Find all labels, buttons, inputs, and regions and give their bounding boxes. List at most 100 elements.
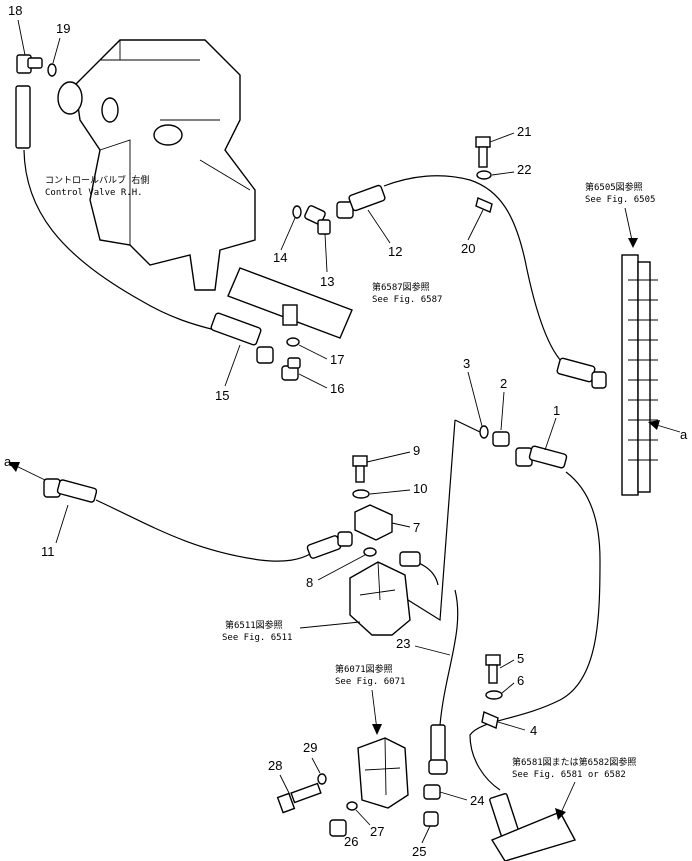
svg-text:10: 10 [413,481,427,496]
part-16-elbow [281,357,301,381]
fig-6511-valve [349,561,411,636]
svg-text:5: 5 [517,651,524,666]
part-29-o-ring [317,773,327,785]
callout-7: 7 [391,520,420,535]
callout-5: 5 [499,651,524,669]
ref-6581-en: See Fig. 6581 or 6582 [512,770,626,780]
svg-text:15: 15 [215,388,229,403]
callout-17: 17 [298,344,344,367]
side-label-a-left: a [4,454,12,469]
ref-6581-arrow [559,781,576,816]
callout-24: 24 [439,791,484,808]
part-9-bolt [352,455,368,483]
svg-text:8: 8 [306,575,313,590]
callout-18: 18 [8,3,26,56]
callout-23: 23 [396,636,451,656]
callout-29: 29 [303,740,321,774]
svg-text:11: 11 [41,544,55,559]
fig-6581-component [489,793,577,861]
svg-text:14: 14 [273,250,287,265]
svg-text:24: 24 [470,793,484,808]
control-valve-label-jp: コントロールバルブ 右側 [45,174,149,186]
callout-21: 21 [489,124,531,143]
ref-6505-arrowhead [628,238,638,248]
part-23-hose [428,589,459,775]
svg-text:21: 21 [517,124,531,139]
part-1-hose [469,445,601,791]
svg-text:25: 25 [412,844,426,859]
ref-6071-en: See Fig. 6071 [335,677,405,687]
svg-text:28: 28 [268,758,282,773]
part-8-o-ring [363,547,377,557]
ref-6581-jp: 第6581図または第6582図参照 [512,756,636,768]
part-11-hose [43,478,353,562]
callout-10: 10 [369,481,427,496]
a-right-arrowhead [648,420,660,430]
part-6-washer [485,690,503,700]
callout-11: 11 [41,504,69,559]
part-7-block [354,504,393,541]
part-14-o-ring [292,205,302,219]
part-2-adapter [492,431,510,447]
callout-25: 25 [412,825,431,859]
callout-9: 9 [366,443,420,463]
side-label-a-right: a [680,427,688,442]
part-18-elbow [16,54,43,74]
svg-text:12: 12 [388,244,402,259]
callout-15: 15 [215,344,241,403]
part-26-plug [329,819,347,837]
svg-text:16: 16 [330,381,344,396]
svg-text:29: 29 [303,740,317,755]
ref-6505-jp: 第6505図参照 [585,181,643,193]
part-24-elbow [423,784,441,800]
svg-text:18: 18 [8,3,22,18]
svg-text:1: 1 [553,403,560,418]
svg-text:26: 26 [344,834,358,849]
callout-6: 6 [501,673,524,694]
ref-6587-jp: 第6587図参照 [372,281,430,293]
ref-6587-en: See Fig. 6587 [372,295,442,305]
svg-text:19: 19 [56,21,70,36]
ref-6071-jp: 第6071図参照 [335,663,393,675]
callout-27: 27 [355,809,384,839]
ref-6581-arrowhead [555,808,566,820]
part-20-clamp [475,197,493,213]
hose-from-6511 [399,419,481,622]
callout-8: 8 [306,554,366,590]
callout-16: 16 [298,373,344,396]
callout-20: 20 [461,209,484,256]
part-22-washer [476,170,492,180]
ref-6071-arrowhead [372,724,382,735]
svg-text:17: 17 [330,352,344,367]
callout-14: 14 [273,217,296,265]
callout-4: 4 [497,721,537,738]
part-15-hose [15,85,274,364]
callout-26: 26 [344,834,358,849]
callout-3: 3 [463,356,483,427]
callout-28: 28 [268,758,291,796]
part-21-bolt [475,136,491,168]
callout-19: 19 [52,21,70,64]
part-10-washer [352,489,370,499]
callout-12: 12 [367,209,402,259]
fig-6587-component [227,267,353,339]
svg-text:9: 9 [413,443,420,458]
svg-text:13: 13 [320,274,334,289]
ref-6505-en: See Fig. 6505 [585,195,655,205]
control-valve-label-en: Control Valve R.H. [45,188,143,198]
ref-6071-arrow [371,689,378,731]
svg-text:6: 6 [517,673,524,688]
part-28-bolt [276,782,322,814]
svg-text:27: 27 [370,824,384,839]
part-13-elbow [304,205,331,235]
svg-text:20: 20 [461,241,475,256]
part-5-bolt [485,654,501,684]
fig-6071-valve [357,737,409,809]
part-19-o-ring [47,63,57,77]
part-3-o-ring [479,425,489,439]
ref-6511-jp: 第6511図参照 [225,619,283,631]
callout-2: 2 [500,376,507,431]
part-25-plug [423,811,439,827]
ref-6511-en: See Fig. 6511 [222,633,292,643]
